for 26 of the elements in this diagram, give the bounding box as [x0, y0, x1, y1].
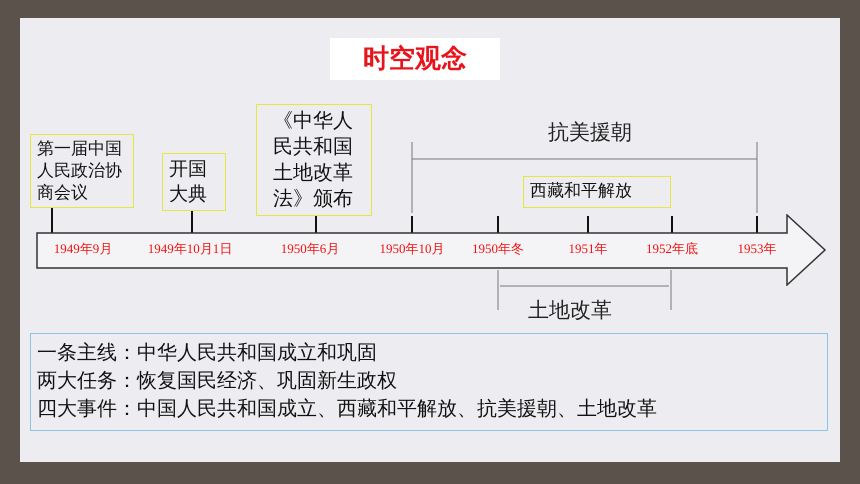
date-label: 1950年冬	[472, 240, 524, 258]
event-text: 开国大典	[169, 157, 208, 206]
event-box	[523, 176, 671, 208]
date-label: 1952年底	[646, 240, 698, 258]
span-label: 抗美援朝	[548, 119, 632, 146]
span-label: 土地改革	[528, 297, 612, 324]
connector-line	[51, 208, 53, 233]
event-box	[256, 104, 372, 216]
date-label: 1950年6月	[280, 240, 340, 258]
connector-line	[315, 216, 317, 233]
summary-line: 一条主线：中华人民共和国成立和巩固	[37, 339, 378, 366]
event-text: 西藏和平解放	[530, 180, 633, 202]
date-label: 1949年9月	[54, 240, 112, 258]
date-label: 1949年10月1日	[148, 240, 232, 258]
event-box	[30, 134, 134, 208]
title: 时空观念	[330, 38, 500, 80]
connector-line	[191, 211, 193, 233]
summary-line: 两大任务：恢复国民经济、巩固新生政权	[37, 367, 398, 394]
date-label: 1951年	[568, 240, 608, 258]
summary-box	[30, 333, 828, 431]
summary-line: 四大事件：中国人民共和国成立、西藏和平解放、抗美援朝、土地改革	[37, 395, 658, 422]
event-text: 第一届中国人民政治协商会议	[37, 138, 123, 204]
event-text: 《中华人民共和国土地改革法》颁布	[273, 107, 354, 211]
event-box	[162, 153, 226, 211]
date-label: 1953年	[738, 240, 776, 258]
date-label: 1950年10月	[380, 240, 444, 258]
